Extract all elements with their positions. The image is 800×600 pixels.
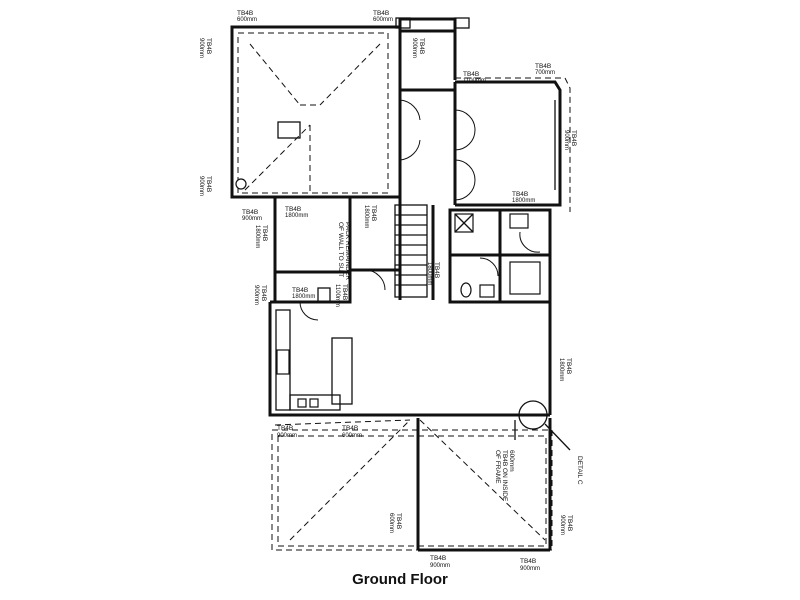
bracing-label: TB4B — [261, 225, 268, 241]
tank-symbol — [235, 178, 247, 190]
note-frame-line2: TB4B ON INSIDE — [501, 450, 508, 502]
bracing-length: 1800mm — [558, 358, 564, 381]
study-and-laundry — [270, 195, 352, 321]
bracing-label: TB4B — [277, 425, 293, 432]
bedroom-wing — [399, 77, 571, 212]
bracing-length: 1800mm — [292, 294, 315, 300]
bracing-length: 1800mm — [363, 205, 369, 228]
bracing-length: 900mm — [520, 566, 540, 572]
bracing-length: 600mm — [373, 17, 393, 23]
bracing-label: TB4B — [565, 358, 572, 374]
bracing-length: 900mm — [253, 285, 259, 305]
bracing-label: TB4B — [205, 176, 212, 192]
bracing-length: 900mm — [411, 38, 417, 58]
bracing-length: 600mm — [388, 513, 394, 533]
bracing-length: 1800mm — [254, 225, 260, 248]
bracing-length: 1100mm — [463, 78, 486, 84]
bracing-label: TB4B — [292, 287, 308, 294]
bracing-label: TB4B — [570, 130, 577, 146]
bracing-length: 900mm — [198, 176, 204, 196]
note-frame-line3: OF FRAME — [494, 450, 501, 484]
note-detail: DETAIL C — [576, 456, 583, 485]
bracing-label: TB4B — [242, 209, 258, 216]
bracing-length: 1100mm — [334, 284, 340, 307]
bracing-label: TB4B — [260, 285, 267, 301]
cooktop-symbol — [276, 349, 290, 375]
bracing-label: TB4B — [370, 205, 377, 221]
patio-area — [271, 418, 553, 552]
bracing-label: TB4B — [373, 10, 389, 17]
bracing-length: 1800mm — [426, 262, 432, 285]
garage-area — [230, 25, 402, 199]
bracing-length: 900mm — [563, 130, 569, 150]
toilet-symbol — [460, 282, 472, 298]
bracing-label: TB4B — [512, 191, 528, 198]
bracing-length: 1800mm — [285, 213, 308, 219]
bracing-label: TB4B — [205, 38, 212, 54]
bracing-length: 900mm — [198, 38, 204, 58]
bracing-labels: TB4B 600mm TB4B 600mm TB4B 900mm TB4B 90… — [198, 10, 577, 572]
bracing-label: TB4B — [285, 206, 301, 213]
note-pack-line2: OF WALL TO SUIT — [337, 222, 344, 277]
bracing-label: TB4B — [535, 63, 551, 70]
bracing-length: 1800mm — [512, 198, 535, 204]
bracing-length: 900mm — [242, 216, 262, 222]
kitchen — [268, 302, 571, 451]
bracing-length: 700mm — [535, 70, 555, 76]
bracing-label: TB4B — [342, 425, 358, 432]
bracing-label: TB4B — [418, 38, 425, 54]
bracing-length: 900mm — [430, 563, 450, 569]
wet-areas — [448, 208, 552, 304]
bracing-length: 900mm — [559, 515, 565, 535]
plan-caption: Ground Floor — [352, 571, 448, 588]
bracing-label: TB4B — [566, 515, 573, 531]
bracing-label: TB4B — [433, 262, 440, 278]
bracing-label: TB4B — [237, 10, 253, 17]
bracing-label: TB4B — [395, 513, 402, 529]
bracing-length: 600mm — [237, 17, 257, 23]
north-wall-stubs — [395, 17, 470, 90]
bracing-label: TB4B — [463, 71, 479, 78]
bracing-label: TB4B — [430, 555, 446, 562]
bracing-label: TB4B — [341, 284, 348, 300]
kitchen-island — [331, 337, 353, 405]
plan-notes: PACK REMAINDER OF WALL TO SUIT 600mm TB4… — [337, 222, 583, 502]
note-pack-line1: PACK REMAINDER — [344, 222, 351, 280]
detail-c-circle — [518, 400, 548, 430]
bracing-length: 600mm — [342, 433, 362, 439]
note-frame-line1: 600mm — [508, 450, 515, 472]
bracing-length: 900mm — [277, 433, 297, 439]
bracing-label: TB4B — [520, 558, 536, 565]
